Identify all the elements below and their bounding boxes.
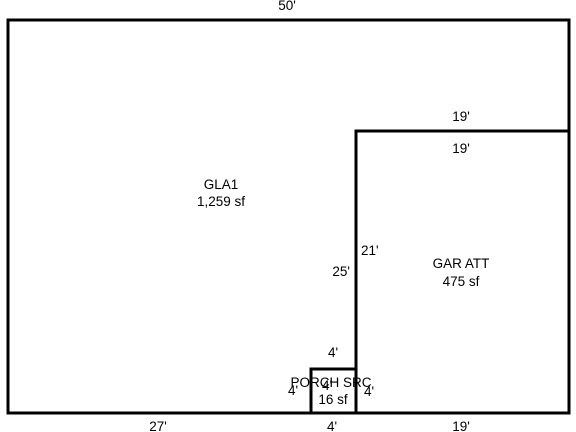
room-area-gla1: 1,259 sf (197, 194, 245, 209)
room-area-porch: 16 sf (318, 392, 348, 407)
room-name-gla1: GLA1 (204, 177, 239, 192)
room-name-garage: GAR ATT (433, 256, 490, 271)
dim-bottom-mid: 4' (327, 419, 337, 432)
porch-outline (309, 367, 358, 415)
dim-bottom-left: 27' (149, 419, 167, 432)
gla1-outline (6, 18, 571, 415)
room-name-porch: PORCH SRC (290, 375, 371, 390)
room-area-garage: 475 sf (443, 274, 480, 289)
dim-porch-right: 4' (364, 384, 374, 399)
dim-bottom-right: 19' (452, 419, 470, 432)
dim-gla-right-lower: 25' (332, 264, 350, 279)
dim-garage-left-inner: 21' (361, 243, 379, 258)
dim-garage-top-outer: 19' (452, 109, 470, 124)
dim-top-overall: 50' (278, 0, 296, 13)
dim-porch-top: 4' (328, 345, 338, 360)
dim-porch-left: 4' (288, 383, 298, 398)
dim-garage-top-inner: 19' (452, 141, 470, 156)
dim-porch-inner: 4' (322, 378, 332, 393)
garage-outline (354, 129, 569, 413)
